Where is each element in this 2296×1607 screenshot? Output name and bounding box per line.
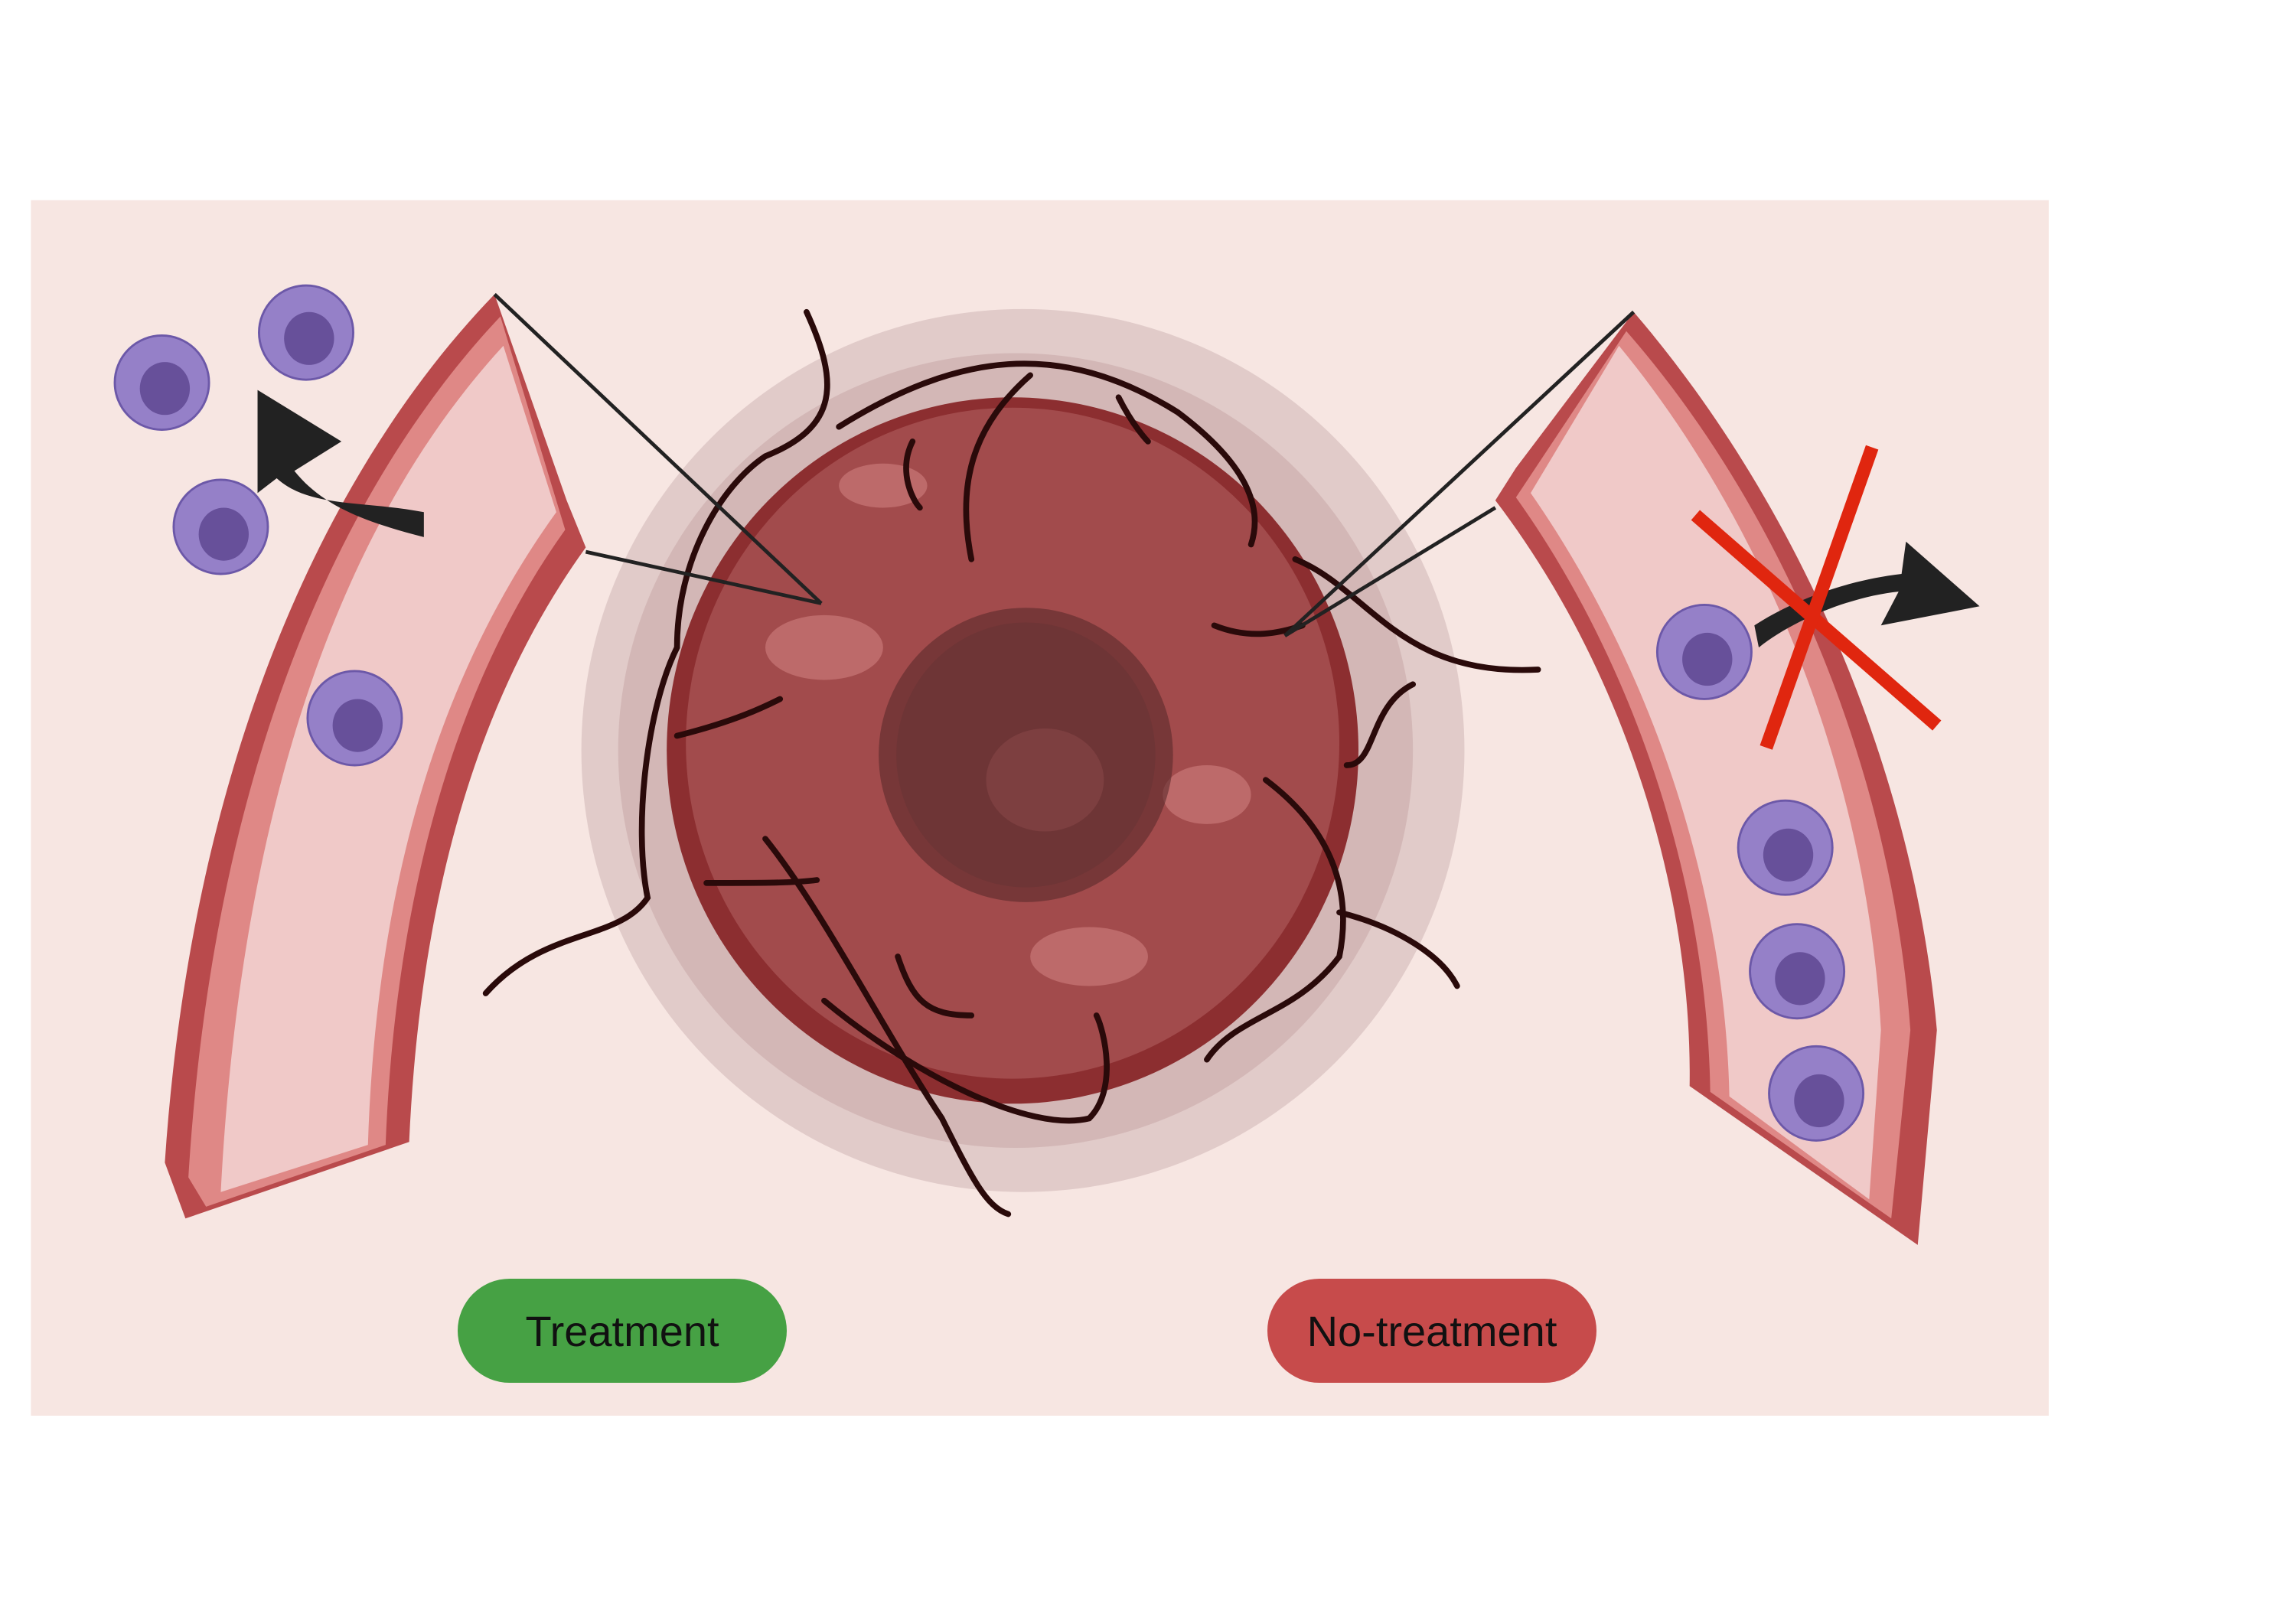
extravasation-arrow-icon [257, 390, 424, 537]
immune-cell [306, 670, 403, 767]
immune-cells [113, 284, 1865, 1142]
immune-cell [1737, 799, 1834, 896]
immune-cell [1768, 1045, 1865, 1142]
immune-cell [1749, 923, 1846, 1020]
cross-icon [1691, 445, 1942, 750]
immune-cell [258, 284, 354, 381]
immune-cell [113, 334, 210, 431]
tumor [482, 308, 1541, 1217]
immune-cell [172, 478, 269, 575]
no-treatment-label: No-treatment [1267, 1279, 1596, 1383]
callout-lines [493, 292, 1636, 637]
immune-cell [1655, 603, 1753, 700]
blocked-arrow-icon [1754, 541, 1980, 648]
blood-vessel-network [482, 308, 1541, 1217]
treatment-label: Treatment [458, 1279, 787, 1383]
